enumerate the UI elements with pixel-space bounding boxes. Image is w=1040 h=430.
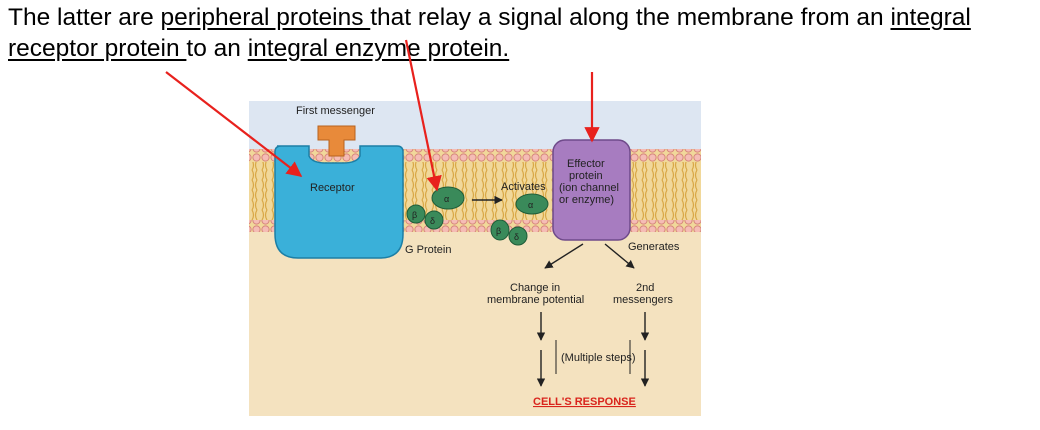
beta-subunit-label: β <box>412 210 417 220</box>
g-protein-label: G Protein <box>405 244 451 256</box>
effector-label-line-3: (ion channel <box>559 182 619 194</box>
caption-part-3: to an <box>186 35 248 62</box>
membrane-potential-label-line-1: Change in <box>510 282 560 294</box>
detached-gamma-subunit <box>508 226 528 246</box>
detached-gamma-label: δ <box>514 232 519 242</box>
first-messenger-ligand <box>317 125 356 157</box>
second-messengers-label-line-2: messengers <box>613 294 673 306</box>
caption-text: The latter are peripheral proteins that … <box>8 2 1038 64</box>
multiple-steps-label: (Multiple steps) <box>561 352 636 364</box>
detached-beta-subunit <box>490 219 510 241</box>
extracellular-space <box>249 101 701 149</box>
effector-label-line-4: or enzyme) <box>559 194 614 206</box>
g-protein-beta-subunit <box>406 204 426 224</box>
term-peripheral-proteins: peripheral proteins <box>160 4 371 31</box>
gamma-subunit-label: δ <box>430 216 435 226</box>
activated-alpha-label: α <box>528 200 533 210</box>
term-integral-enzyme-protein: integral enzyme protein. <box>247 35 510 62</box>
activates-label: Activates <box>501 181 546 193</box>
term-integral-receptor-protein: integral receptor protein <box>8 4 971 62</box>
alpha-subunit-label: α <box>444 194 449 204</box>
receptor-label: Receptor <box>310 182 355 194</box>
effector-label-line-2: protein <box>569 170 603 182</box>
caption-part-1: The latter are <box>8 4 161 31</box>
caption-part-2: that relay a signal along the membrane f… <box>370 4 891 31</box>
cytoplasm <box>249 232 701 416</box>
g-protein-alpha-subunit <box>431 186 465 210</box>
membrane-potential-label-line-2: membrane potential <box>487 294 584 306</box>
first-messenger-label: First messenger <box>296 105 375 117</box>
cells-response-label: CELL'S RESPONSE <box>533 396 636 408</box>
effector-label-line-1: Effector <box>567 158 605 170</box>
second-messengers-label-line-1: 2nd <box>636 282 654 294</box>
receptor-protein <box>274 145 404 259</box>
membrane-outer-heads <box>249 149 701 162</box>
detached-beta-label: β <box>496 226 501 236</box>
annotation-arrow-to-receptor <box>165 71 303 177</box>
generates-label: Generates <box>628 241 680 253</box>
annotation-arrow-to-g-protein <box>404 39 442 192</box>
to-second-messengers-arrow <box>604 243 635 269</box>
activated-alpha-subunit <box>515 193 549 215</box>
to-membrane-potential-arrow <box>544 243 584 269</box>
g-protein-gamma-subunit <box>424 210 444 230</box>
